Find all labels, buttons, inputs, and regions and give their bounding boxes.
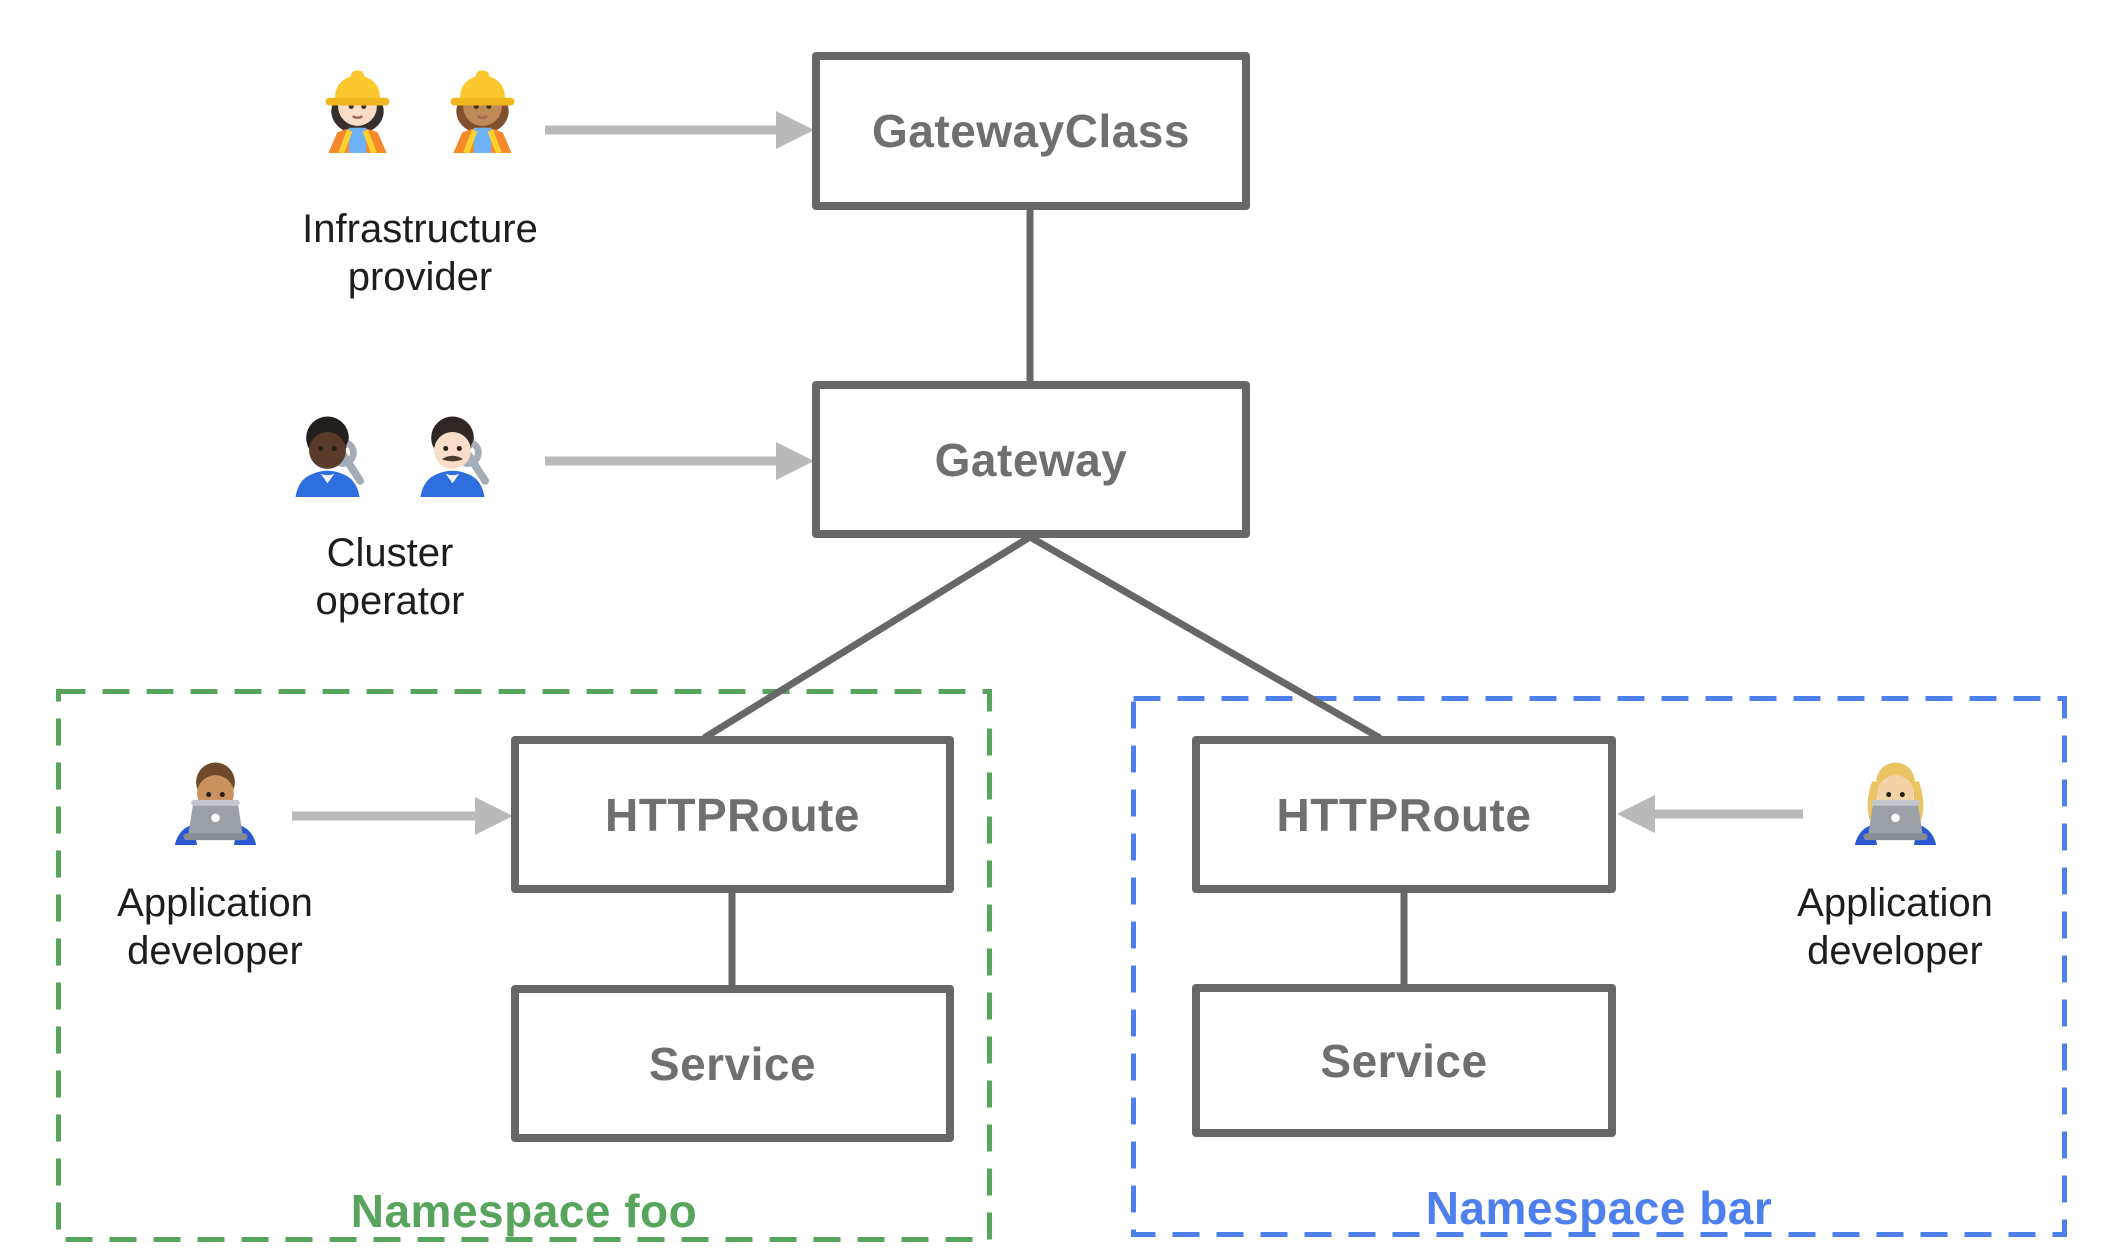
- httproute-bar-node: HTTPRoute: [1192, 736, 1616, 893]
- mechanic-dark-skin-icon: [279, 400, 376, 497]
- application-developer-bar-icons: [1700, 748, 2090, 845]
- namespace-bar-boundary: [1131, 696, 2067, 1237]
- gateway-node: Gateway: [812, 381, 1250, 538]
- namespace-foo-boundary: [56, 689, 992, 1242]
- woman-construction-worker-medium-skin-icon: [434, 56, 531, 153]
- service-foo-label: Service: [648, 1037, 817, 1090]
- edge-gateway-httproute-bar: [1028, 533, 1382, 742]
- application-developer-foo-group: Application developer: [20, 748, 410, 975]
- infrastructure-provider-icons: [210, 56, 630, 153]
- gatewayclass-node: GatewayClass: [812, 52, 1250, 210]
- arrow-infrastructure-provider-to-gatewayclass: [545, 111, 814, 149]
- man-mechanic-light-skin-icon: [404, 400, 501, 497]
- edge-gateway-httproute-foo: [702, 534, 1032, 741]
- cluster-operator-label: Cluster operator: [315, 531, 465, 623]
- application-developer-bar-label: Application developer: [1797, 881, 1993, 973]
- application-developer-bar-group: Application developer: [1700, 748, 2090, 975]
- woman-construction-worker-light-skin-icon: [309, 56, 406, 153]
- service-bar-label: Service: [1320, 1034, 1488, 1087]
- namespace-foo-label: Namespace foo: [350, 1185, 698, 1237]
- application-developer-foo-icons: [20, 748, 410, 845]
- arrow-app-developer-to-httproute-foo: [292, 797, 513, 835]
- cluster-operator-icons: [180, 400, 600, 497]
- man-technologist-icon: [167, 748, 264, 845]
- infrastructure-provider-label: Infrastructure provider: [302, 207, 538, 299]
- arrow-cluster-operator-to-gateway: [545, 442, 814, 480]
- httproute-bar-label: HTTPRoute: [1276, 788, 1532, 841]
- httproute-foo-label: HTTPRoute: [605, 788, 860, 841]
- namespace-bar-label: Namespace bar: [1425, 1182, 1773, 1234]
- application-developer-foo-label: Application developer: [117, 881, 313, 973]
- httproute-foo-node: HTTPRoute: [511, 736, 954, 893]
- service-bar-node: Service: [1192, 984, 1616, 1137]
- service-foo-node: Service: [511, 985, 954, 1142]
- gatewayclass-label: GatewayClass: [872, 105, 1190, 157]
- gateway-label: Gateway: [934, 433, 1128, 486]
- cluster-operator-group: Cluster operator: [180, 400, 600, 625]
- woman-technologist-icon: [1847, 748, 1944, 845]
- arrow-app-developer-to-httproute-bar: [1617, 795, 1803, 833]
- infrastructure-provider-group: Infrastructure provider: [210, 56, 630, 301]
